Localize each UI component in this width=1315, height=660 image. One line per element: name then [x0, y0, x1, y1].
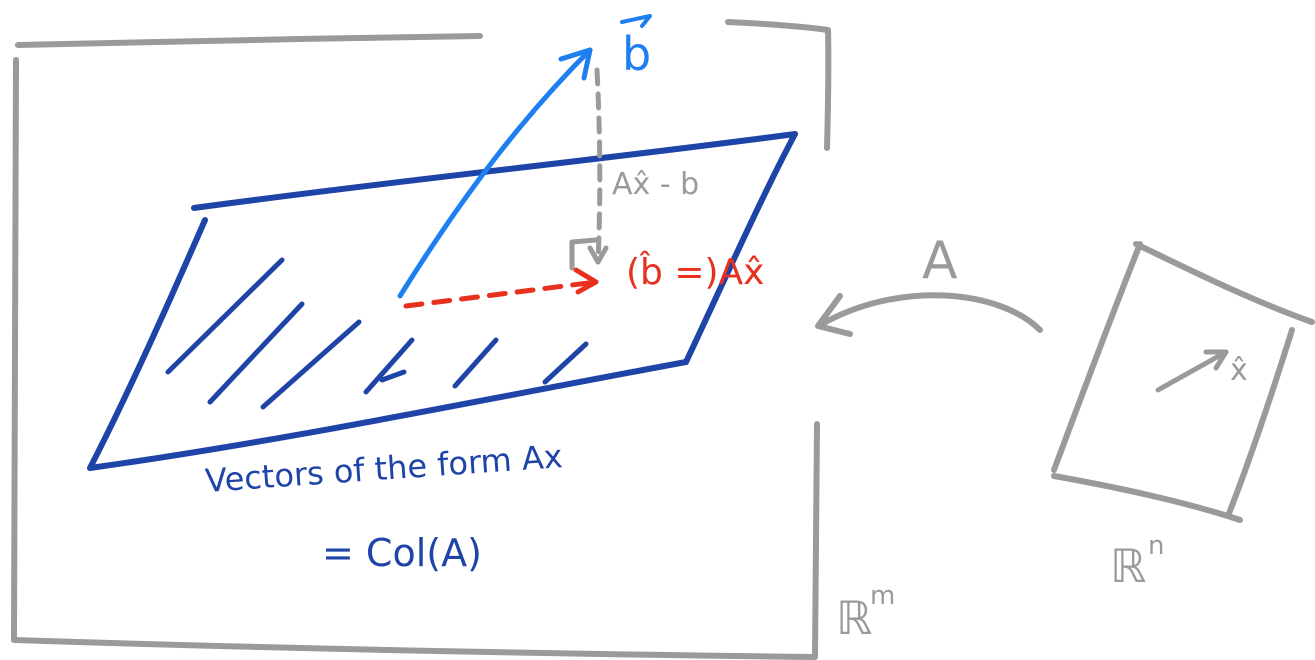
projection-label: (b̂ =)Ax̂	[626, 250, 764, 293]
b-vector-arrow	[397, 47, 593, 299]
hatch-line	[363, 337, 415, 395]
b-label: b	[622, 27, 651, 81]
column-space-plane	[87, 131, 798, 471]
right-angle-mark	[569, 237, 599, 271]
residual-vector	[569, 67, 609, 271]
residual-label: Ax̂ - b	[612, 167, 699, 202]
plane-hatching	[165, 257, 589, 410]
hatch-line	[379, 369, 407, 383]
rn-symbol: ℝ	[1110, 539, 1146, 593]
xhat-label: x̂	[1230, 353, 1248, 388]
hatch-line	[207, 301, 305, 405]
b-label-vector-mark	[620, 14, 652, 28]
rm-symbol: ℝ	[836, 591, 872, 645]
map-a-label: A	[922, 231, 958, 291]
b-vector-label: b	[620, 14, 652, 81]
vectors-of-form-caption: Vectors of the form Ax	[204, 437, 564, 500]
rn-label: ℝ n	[1110, 531, 1164, 593]
rn-exponent: n	[1148, 531, 1164, 561]
hatch-line	[542, 341, 589, 385]
hatch-line	[165, 257, 285, 375]
rm-exponent: m	[870, 581, 895, 611]
rm-frame	[10, 19, 832, 660]
hatch-line	[452, 337, 499, 389]
rn-frame	[1051, 241, 1315, 523]
map-a-arrow	[815, 292, 1043, 337]
hatch-line	[260, 319, 362, 410]
col-a-caption: = Col(A)	[322, 531, 482, 575]
xhat-vector	[1155, 349, 1229, 393]
rm-label: ℝ m	[836, 581, 895, 645]
projection-vector	[403, 267, 599, 309]
